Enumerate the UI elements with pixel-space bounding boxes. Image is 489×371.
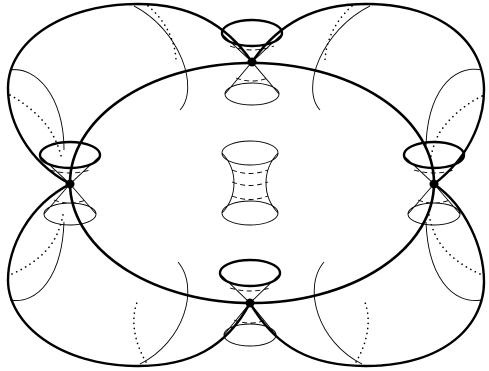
dotted-upper-right-a	[325, 6, 352, 60]
dotted-lower-right-a	[428, 210, 480, 274]
arc-upper-left-b	[10, 70, 64, 150]
junction-point-right	[430, 180, 439, 189]
dotted-upper-right-b	[430, 96, 482, 160]
arc-lower-left	[10, 222, 64, 301]
dotted-lower-left-b	[134, 300, 146, 362]
dotted-upper-left-a	[148, 6, 176, 60]
central-disk	[70, 63, 434, 303]
junction-point-top	[248, 58, 257, 67]
junction-point-left	[66, 180, 75, 189]
dotted-lower-right-b	[356, 300, 368, 362]
junction-point-bottom	[246, 299, 255, 308]
